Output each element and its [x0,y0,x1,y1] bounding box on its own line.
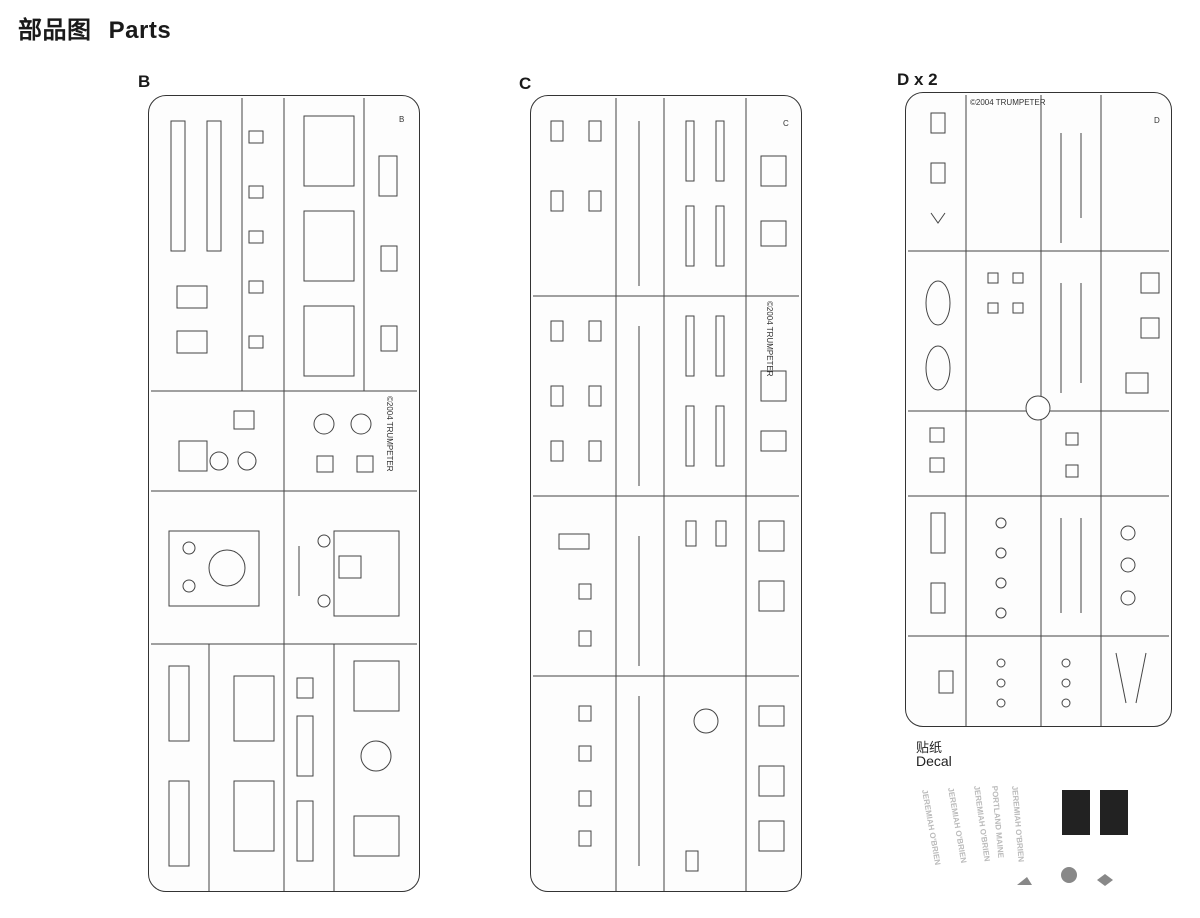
decal-plaque-1 [1062,790,1090,835]
title-english: Parts [108,17,172,44]
sprue-d-drawing: D ©2004 TRUMPETER [908,95,1169,726]
decal-emblem-1 [1017,877,1032,885]
decal-plaque-2 [1100,790,1128,835]
page-title: 部品图 Parts [18,10,171,45]
svg-text:D: D [1154,116,1160,125]
decal-text-1: JEREMIAH O'BRIEN [920,789,942,866]
svg-text:©2004 TRUMPETER: ©2004 TRUMPETER [970,98,1046,107]
decal-sheet: JEREMIAH O'BRIEN JEREMIAH O'BRIEN JEREMI… [912,780,1152,900]
decal-text-5: JEREMIAH O'BRIEN [1010,785,1026,862]
svg-text:C: C [783,119,789,128]
svg-text:©2004 TRUMPETER: ©2004 TRUMPETER [765,301,774,377]
svg-text:B: B [399,115,404,124]
decal-text-4: PORTLAND MAINE [990,785,1005,859]
sprue-d-frame: D ©2004 TRUMPETER [905,92,1172,727]
decal-sheet-drawing: JEREMIAH O'BRIEN JEREMIAH O'BRIEN JEREMI… [920,785,1128,886]
decal-label-english: Decal [916,753,952,769]
title-chinese: 部品图 [18,16,92,44]
sprue-c-label: C [519,74,532,93]
decal-emblem-3 [1097,874,1113,886]
sprue-d-label: D x 2 [897,70,938,89]
sprue-c-drawing: C ©2004 TRUMPETER [533,98,799,891]
decal-text-3: JEREMIAH O'BRIEN [972,785,992,862]
decal-emblem-2 [1061,867,1077,883]
sprue-b-label: B [138,72,151,91]
decal-text-2: JEREMIAH O'BRIEN [946,787,968,864]
decal-label-chinese: 贴纸 [916,741,943,756]
svg-text:©2004 TRUMPETER: ©2004 TRUMPETER [385,396,394,472]
sprue-c-frame: C ©2004 TRUMPETER [530,95,802,892]
sprue-b-drawing: B ©2004 TRUMPETER [151,98,417,891]
sprue-b-frame: B ©2004 TRUMPETER [148,95,420,892]
